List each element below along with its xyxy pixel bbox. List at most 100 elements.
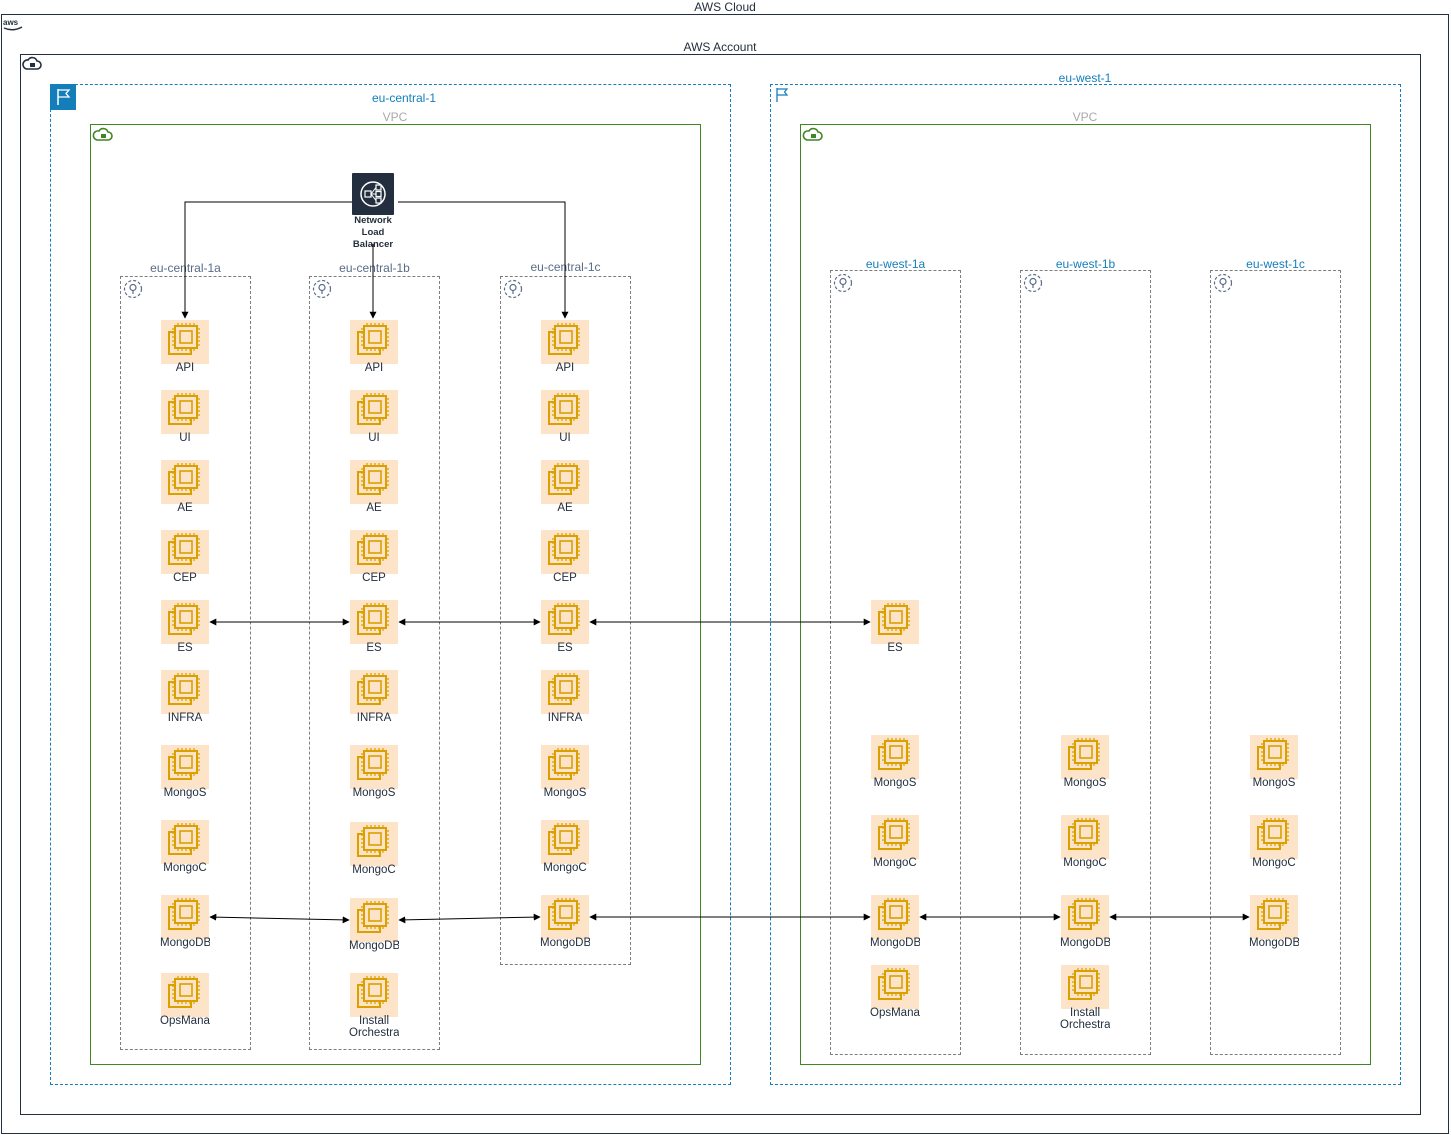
availability-zone-icon	[1023, 273, 1043, 298]
ec2-instance-icon[interactable]	[350, 973, 398, 1017]
ec2-instance-icon[interactable]	[161, 600, 209, 644]
ec2-instance-label: MongoC	[1063, 857, 1107, 869]
ec2-instance-label: AE	[366, 502, 382, 514]
ec2-instance-icon[interactable]	[871, 815, 919, 859]
ec2-instance-label: CEP	[362, 572, 386, 584]
ec2-instance-icon[interactable]	[350, 745, 398, 789]
ec2-instance-label: MongoC	[1252, 857, 1296, 869]
ec2-instance-label: CEP	[173, 572, 197, 584]
vpc-title-eu-central-1: VPC	[382, 110, 408, 124]
ec2-instance-icon[interactable]	[1250, 895, 1298, 939]
ec2-instance-label: ES	[887, 642, 903, 654]
ec2-instance-icon[interactable]	[541, 670, 589, 714]
ec2-instance-icon[interactable]	[350, 530, 398, 574]
ec2-instance-icon[interactable]	[541, 460, 589, 504]
ec2-instance-label: OpsManager	[160, 1015, 210, 1027]
ec2-instance-label: AE	[177, 502, 193, 514]
aws-account-title: AWS Account	[683, 40, 757, 54]
availability-zone-icon	[312, 279, 332, 304]
ec2-instance-icon[interactable]	[541, 320, 589, 364]
ec2-instance-icon[interactable]	[541, 530, 589, 574]
network-load-balancer-icon[interactable]	[352, 173, 394, 215]
ec2-instance-label: MongoDB	[160, 937, 210, 949]
ec2-instance-icon[interactable]	[350, 600, 398, 644]
nlb-to-api-connector	[181, 201, 352, 319]
ec2-instance-label: Install Orchestrator	[349, 1015, 399, 1039]
region-title-eu-west-1: eu-west-1	[1058, 71, 1112, 85]
ec2-instance-label: AE	[557, 502, 573, 514]
ec2-instance-icon[interactable]	[161, 460, 209, 504]
ec2-instance-icon[interactable]	[350, 320, 398, 364]
aws-logo-icon: aws	[2, 16, 24, 37]
ec2-instance-label: ES	[557, 642, 573, 654]
ec2-instance-icon[interactable]	[1061, 815, 1109, 859]
ec2-instance-icon[interactable]	[161, 390, 209, 434]
ec2-instance-label: MongoDB	[1060, 937, 1110, 949]
ec2-instance-icon[interactable]	[350, 670, 398, 714]
vpc-eu-west-1	[800, 124, 1371, 1065]
aws-account-group	[20, 54, 1421, 1115]
ec2-instance-icon[interactable]	[1061, 965, 1109, 1009]
availability-zone-title: eu-west-1a	[865, 257, 926, 271]
ec2-instance-label: MongoDB	[540, 937, 590, 949]
ec2-instance-icon[interactable]	[1250, 735, 1298, 779]
availability-zone-icon	[123, 279, 143, 304]
ec2-instance-icon[interactable]	[350, 898, 398, 942]
ec2-instance-icon[interactable]	[350, 822, 398, 866]
ec2-instance-icon[interactable]	[541, 820, 589, 864]
ec2-instance-label: MongoDB	[1249, 937, 1299, 949]
availability-zone-eu-west-1b	[1020, 270, 1151, 1055]
ec2-instance-icon[interactable]	[161, 745, 209, 789]
ec2-instance-icon[interactable]	[541, 390, 589, 434]
availability-zone-icon	[833, 273, 853, 298]
availability-zone-title: eu-west-1c	[1246, 257, 1305, 271]
region-eu-central-1	[50, 84, 731, 1085]
ec2-instance-label: ES	[366, 642, 382, 654]
region-eu-west-1	[770, 84, 1401, 1085]
ec2-instance-icon[interactable]	[161, 820, 209, 864]
ec2-instance-icon[interactable]	[1061, 735, 1109, 779]
availability-zone-eu-central-1b	[309, 276, 440, 1050]
account-cloud-icon	[22, 56, 42, 77]
ec2-instance-label: MongoDB	[870, 937, 920, 949]
ec2-instance-icon[interactable]	[1250, 815, 1298, 859]
ec2-instance-icon[interactable]	[871, 735, 919, 779]
vpc-cloud-icon	[802, 127, 824, 148]
ec2-instance-label: UI	[368, 432, 380, 444]
ec2-instance-label: MongoC	[163, 862, 207, 874]
ec2-instance-icon[interactable]	[161, 670, 209, 714]
availability-zone-title: eu-central-1b	[339, 261, 410, 275]
ec2-instance-icon[interactable]	[161, 895, 209, 939]
ec2-instance-label: MongoC	[543, 862, 587, 874]
ec2-instance-icon[interactable]	[541, 600, 589, 644]
ec2-instance-icon[interactable]	[871, 965, 919, 1009]
region-title-eu-central-1: eu-central-1	[371, 91, 437, 105]
nlb-to-api-connector	[398, 201, 569, 319]
availability-zone-eu-west-1a	[830, 270, 961, 1055]
ec2-instance-icon[interactable]	[541, 895, 589, 939]
availability-zone-icon	[1213, 273, 1233, 298]
ec2-instance-icon[interactable]	[161, 530, 209, 574]
vpc-eu-central-1	[90, 124, 701, 1065]
ec2-instance-label: MongoC	[352, 864, 396, 876]
ec2-instance-icon[interactable]	[161, 320, 209, 364]
ec2-instance-label: MongoS	[1063, 777, 1107, 789]
mongodb-replication-connector	[398, 913, 541, 924]
ec2-instance-icon[interactable]	[161, 973, 209, 1017]
vpc-cloud-icon	[92, 127, 114, 148]
ec2-instance-label: MongoC	[873, 857, 917, 869]
ec2-instance-label: MongoS	[543, 787, 587, 799]
ec2-instance-label: CEP	[553, 572, 577, 584]
ec2-instance-icon[interactable]	[871, 895, 919, 939]
ec2-instance-icon[interactable]	[871, 600, 919, 644]
ec2-instance-icon[interactable]	[350, 460, 398, 504]
ec2-instance-label: MongoS	[1252, 777, 1296, 789]
svg-text:aws: aws	[3, 18, 19, 27]
ec2-instance-label: ES	[177, 642, 193, 654]
availability-zone-icon	[503, 279, 523, 304]
ec2-instance-label: UI	[559, 432, 571, 444]
ec2-instance-icon[interactable]	[350, 390, 398, 434]
ec2-instance-label: MongoS	[873, 777, 917, 789]
ec2-instance-icon[interactable]	[541, 745, 589, 789]
ec2-instance-icon[interactable]	[1061, 895, 1109, 939]
